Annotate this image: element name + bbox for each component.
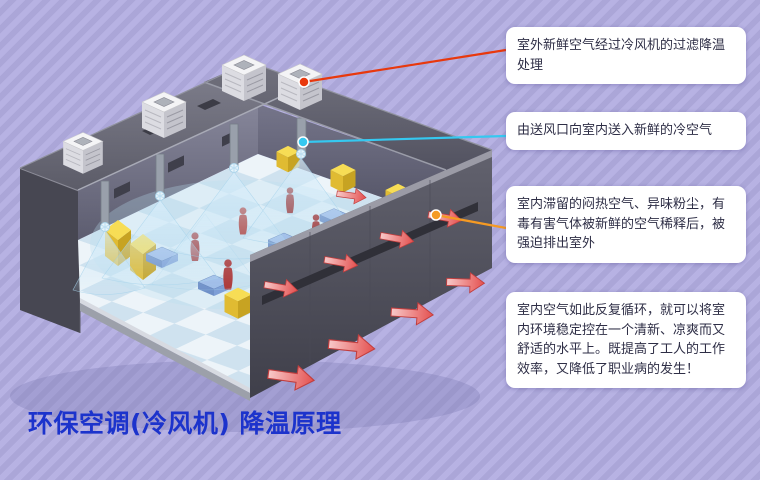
callout-exhaust-stale-air: 室内滞留的闷热空气、异味粉尘，有毒有害气体被新鲜的空气稀释后，被强迫排出室外: [506, 186, 746, 263]
connector-dot-exhaust: [430, 209, 442, 221]
window: [168, 155, 184, 173]
front-sill-wall: [80, 298, 250, 401]
connector-line-exhaust: [435, 213, 507, 230]
diffuser-fan: [295, 148, 307, 160]
diffuser-fan: [99, 221, 111, 233]
connector-dot-outdoor-air: [298, 76, 310, 88]
page-title: 环保空调(冷风机) 降温原理: [28, 409, 342, 438]
callout-text: 室外新鲜空气经过冷风机的过滤降温处理: [517, 38, 726, 73]
workshop-building: [19, 54, 493, 401]
callout-connectors: [297, 48, 507, 230]
connector-dot-supply-air: [297, 136, 309, 148]
window: [114, 181, 130, 199]
diffuser-fan: [228, 162, 240, 174]
callout-text: 室内空气如此反复循环，就可以将室内环境稳定控在一个清新、凉爽而又舒适的水平上。既…: [517, 303, 726, 377]
diffuser-fan: [154, 190, 166, 202]
callout-supply-fresh-air: 由送风口向室内送入新鲜的冷空气: [506, 112, 746, 150]
callout-outdoor-air-filtering: 室外新鲜空气经过冷风机的过滤降温处理: [506, 27, 746, 84]
exhaust-slit: [262, 202, 478, 305]
connector-line-outdoor-air: [303, 48, 507, 84]
callout-circulation-benefits: 室内空气如此反复循环，就可以将室内环境稳定控在一个清新、凉爽而又舒适的水平上。既…: [506, 292, 746, 388]
roof-vent: [197, 99, 221, 110]
left-exterior-wall: [19, 167, 81, 333]
connector-line-supply-air: [302, 134, 507, 144]
callout-text: 由送风口向室内送入新鲜的冷空气: [517, 123, 713, 138]
callout-text: 室内滞留的闷热空气、异味粉尘，有毒有害气体被新鲜的空气稀释后，被强迫排出室外: [517, 197, 726, 251]
